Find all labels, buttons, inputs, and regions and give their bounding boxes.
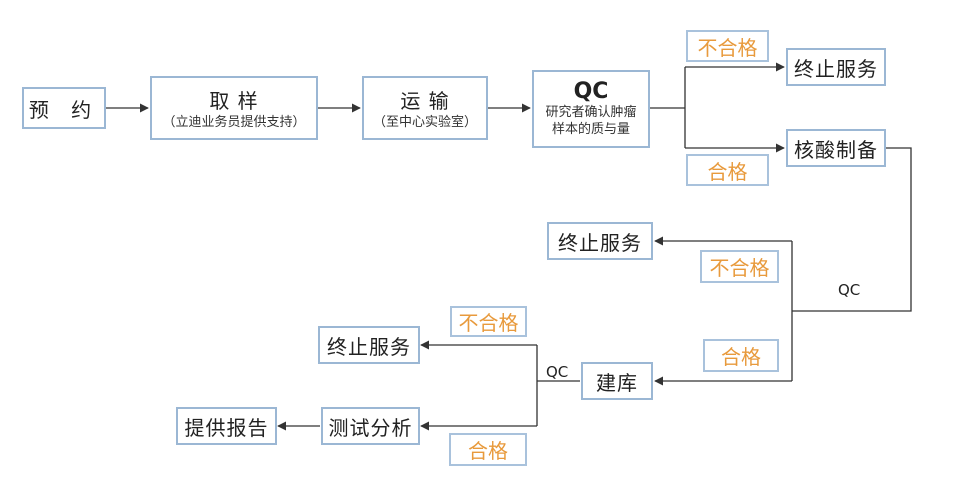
tag-fail-2: 不合格 — [700, 250, 779, 283]
terminate-box-3: 终止服务 — [318, 326, 420, 364]
qc2-label: QC — [838, 281, 861, 299]
tag-fail-1: 不合格 — [686, 30, 769, 62]
transport-label: 运 输 — [400, 89, 450, 113]
qc1-line2: 样本的质与量 — [551, 122, 630, 137]
sampling-note: （立迪业务员提供支持） — [162, 115, 306, 130]
tag-pass-3: 合格 — [449, 433, 527, 466]
sampling-label: 取 样 — [209, 89, 259, 113]
nucleic-loop — [792, 147, 912, 312]
terminate-label-1: 终止服务 — [794, 56, 878, 81]
qc1-line1: 研究者确认肿瘤 — [545, 105, 637, 120]
terminate-box-1: 终止服务 — [786, 48, 886, 86]
appointment-box: 预 约 — [22, 87, 106, 129]
nucleic-prep-box: 核酸制备 — [786, 129, 886, 167]
library-label: 建库 — [596, 370, 638, 395]
terminate-box-2: 终止服务 — [547, 222, 653, 260]
test-analysis-box: 测试分析 — [321, 407, 420, 445]
nucleic-prep-label: 核酸制备 — [794, 137, 878, 162]
tag-pass-2: 合格 — [703, 339, 779, 372]
terminate-label-2: 终止服务 — [558, 230, 642, 255]
appointment-label: 预 约 — [28, 97, 100, 122]
tag-fail-3: 不合格 — [450, 306, 527, 337]
report-label: 提供报告 — [184, 415, 269, 440]
qc3-label: QC — [546, 363, 569, 381]
sampling-box: 取 样 （立迪业务员提供支持） — [150, 76, 318, 140]
tag-pass-1: 合格 — [686, 154, 769, 186]
test-analysis-label: 测试分析 — [328, 415, 413, 440]
library-box: 建库 — [581, 362, 653, 400]
qc1-box: QC 研究者确认肿瘤 样本的质与量 — [532, 70, 650, 148]
qc1-title: QC — [573, 79, 609, 104]
terminate-label-3: 终止服务 — [327, 334, 411, 359]
report-box: 提供报告 — [176, 407, 277, 445]
transport-box: 运 输 （至中心实验室） — [362, 76, 488, 140]
transport-note: （至中心实验室） — [372, 115, 477, 130]
